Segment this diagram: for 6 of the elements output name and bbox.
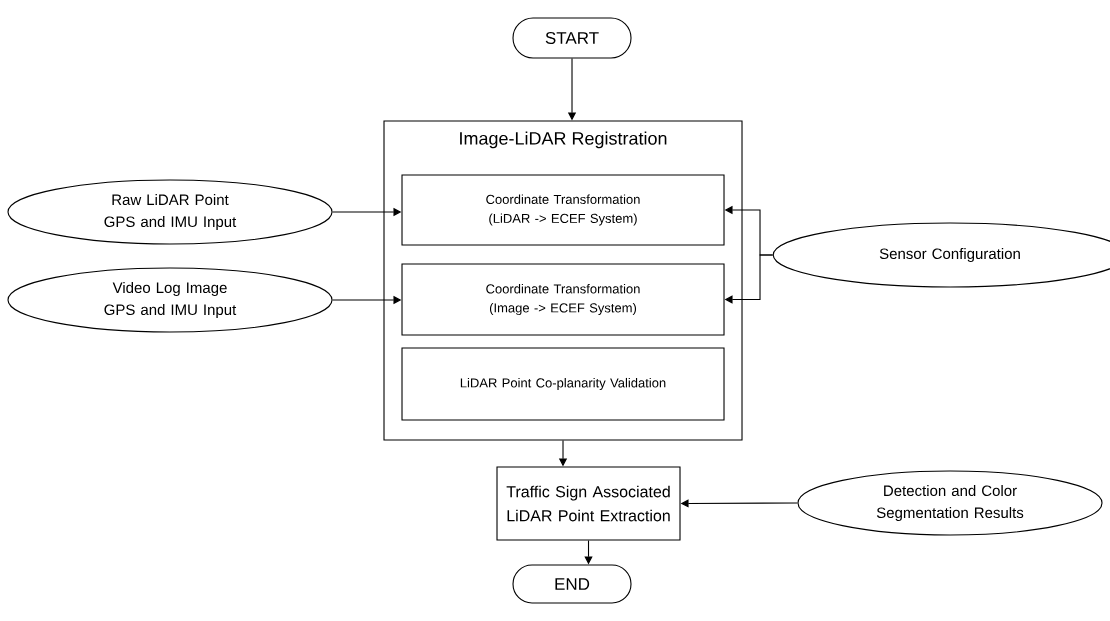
process-box: LiDAR Point Co-planarity Validation [401,347,725,421]
terminal-pill: END [512,564,632,604]
terminal-pill: START [512,17,632,59]
process-box: Coordinate Transformation (LiDAR -> ECEF System) [401,174,725,246]
process-box: Coordinate Transformation (Image -> ECEF System) [401,263,725,336]
process-box: Traffic Sign Associated LiDAR Point Extraction [496,466,681,541]
